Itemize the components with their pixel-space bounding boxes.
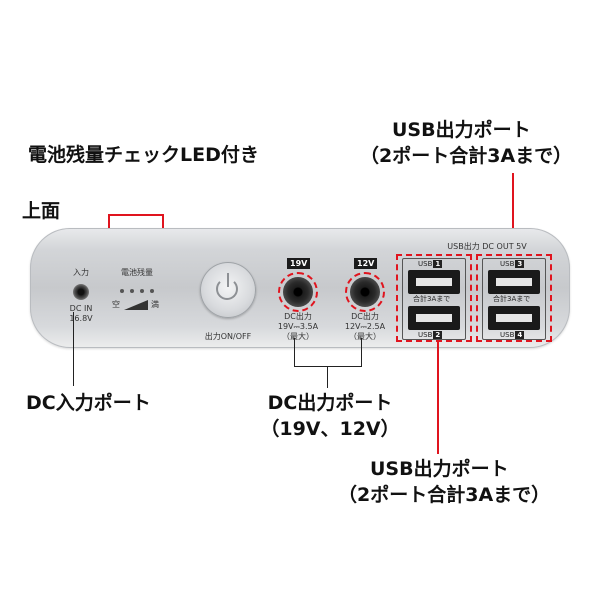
usb-bottom-callout-line2: （2ポート合計3Aまで） [338,484,551,506]
dc-out-19v-port[interactable] [283,277,313,307]
input-label: 入力 [73,268,89,277]
battery-led-2 [130,289,134,293]
dc-in-port[interactable] [73,284,89,300]
power-label: 出力ON/OFF [204,332,252,341]
battery-label: 電池残量 [121,268,153,277]
port-12v-tag: 12V [354,258,378,269]
usb-left-frame [402,258,466,340]
power-icon-bar [227,273,229,287]
dc-in-callout: DC入力ポート [26,392,151,414]
dc-out-connector-left [294,338,295,366]
battery-empty-label: 空 [112,300,120,309]
power-bank-top-panel: 入力 DC IN 16.8V 電池残量 空 満 出力ON/OFF 19V DC出… [30,228,570,348]
port-19v-tag: 19V [287,258,311,269]
dc-out-callout: DC出力ポート （19V、12V） [250,390,410,442]
usb-top-connector [512,173,514,257]
usb-port-3[interactable] [488,270,540,294]
battery-led-3 [140,289,144,293]
dc-out-connector-stem [327,366,328,388]
usb-bottom-callout: USB出力ポート （2ポート合計3Aまで） [338,456,588,508]
led-connector-h [108,214,164,216]
battery-level-icon [124,300,148,310]
usb-top-callout-line2: （2ポート合計3Aまで） [360,145,573,167]
usb-right-total: 合計3Aまで [493,295,531,303]
dc-in-label-2: 16.8V [69,314,93,323]
port-12v-highlight [345,272,385,312]
usb-left-total: 合計3Aまで [413,295,451,303]
usb-header: USB出力 DC OUT 5V [447,242,527,251]
usb-port-2[interactable] [408,306,460,330]
battery-full-label: 満 [151,300,159,309]
port-12v-text-2: 12V⎓2.5A [344,322,386,331]
usb-bottom-connector [437,342,439,454]
battery-led-1 [120,289,124,293]
power-button[interactable] [200,262,256,318]
port-19v-text-3: （最大） [282,332,314,341]
usb-port-4[interactable] [488,306,540,330]
port-19v-highlight [278,272,318,312]
usb-top-callout-line1: USB出力ポート [392,119,531,141]
usb-top-callout: USB出力ポート （2ポート合計3Aまで） [360,117,600,169]
usb-bottom-callout-line1: USB出力ポート [370,458,509,480]
usb-port-1[interactable] [408,270,460,294]
dc-out-connector-right [361,338,362,366]
power-icon [216,278,238,300]
port-12v-text-1: DC出力 [351,312,379,321]
usb-left-highlight [396,254,472,342]
port-12v-text-3: （最大） [349,332,381,341]
dc-out-connector-h [294,366,362,367]
port-19v-text-1: DC出力 [284,312,312,321]
led-callout-text: 電池残量チェックLED付き [28,144,259,166]
dc-out-callout-line2: （19V、12V） [260,418,400,440]
usb-right-frame [482,258,546,340]
usb-right-highlight [476,254,552,342]
dc-out-callout-line1: DC出力ポート [267,392,393,414]
top-side-label: 上面 [22,200,61,222]
port-19v-text-2: 19V⎓3.5A [277,322,319,331]
dc-in-label-1: DC IN [69,304,93,313]
dc-out-12v-port[interactable] [350,277,380,307]
dc-in-connector [73,312,74,386]
battery-led-4 [150,289,154,293]
